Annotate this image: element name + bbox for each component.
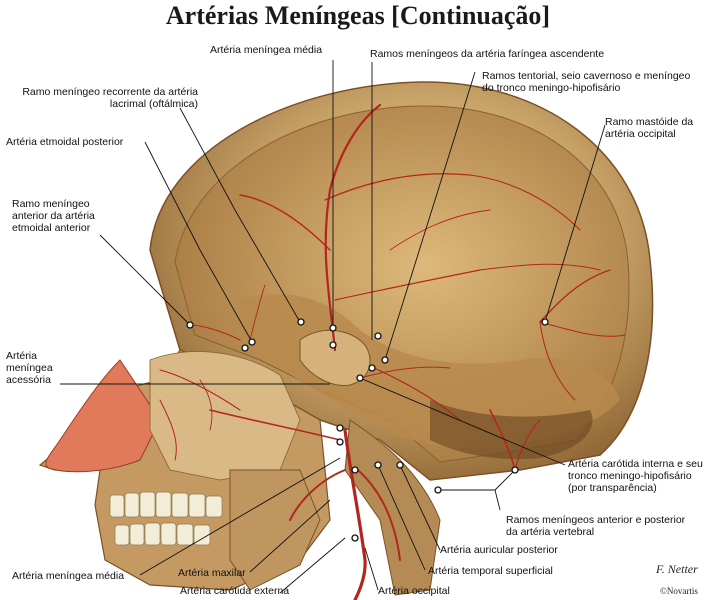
copyright-notice: ©Novartis [660, 586, 698, 596]
label-arteria-maxilar: Artéria maxilar [178, 567, 246, 579]
posterior-fossa [430, 400, 593, 460]
page-title: Artérias Meníngeas [Continuação] [165, 1, 551, 30]
label-arteria-meningea-media-bottom: Artéria meníngea média [12, 570, 125, 582]
label-arteria-occipital: Artéria occipital [378, 585, 450, 597]
label-ramos-meningeos-faringea: Ramos meníngeos da artéria faríngea asce… [370, 48, 605, 60]
label-meningea-acessoria: Artéria meníngea acessória [6, 350, 53, 386]
leader-lines [60, 60, 606, 594]
nose [45, 359, 161, 473]
label-carotida-interna: Artéria carótida interna e seu tronco me… [568, 458, 703, 494]
label-etmoidal-posterior: Artéria etmoidal posterior [6, 136, 124, 148]
artist-signature: F. Netter [656, 562, 698, 576]
artery-network [159, 103, 626, 600]
label-temporal-superficial: Artéria temporal superficial [428, 565, 553, 577]
label-ramos-vertebral: Ramos meníngeos anterior e posterior da … [506, 514, 686, 538]
leader-markers [186, 318, 549, 542]
label-ramo-meningeo-anterior: Ramo meníngeo anterior da artéria etmoid… [12, 198, 95, 234]
label-ramos-tentorial: Ramos tentorial, seio cavernoso e meníng… [482, 70, 691, 94]
mandible [229, 469, 321, 591]
label-ramo-mastoide: Ramo mastóide da artéria occipital [605, 116, 694, 140]
label-ramo-meningeo-recorrente: Ramo meníngeo recorrente da artéria lacr… [22, 86, 198, 110]
label-carotida-externa: Artéria carótida externa [180, 585, 290, 597]
label-auricular-posterior: Artéria auricular posterior [440, 544, 558, 556]
teeth [109, 491, 223, 546]
label-arteria-meningea-media-top: Artéria meníngea média [210, 44, 323, 56]
